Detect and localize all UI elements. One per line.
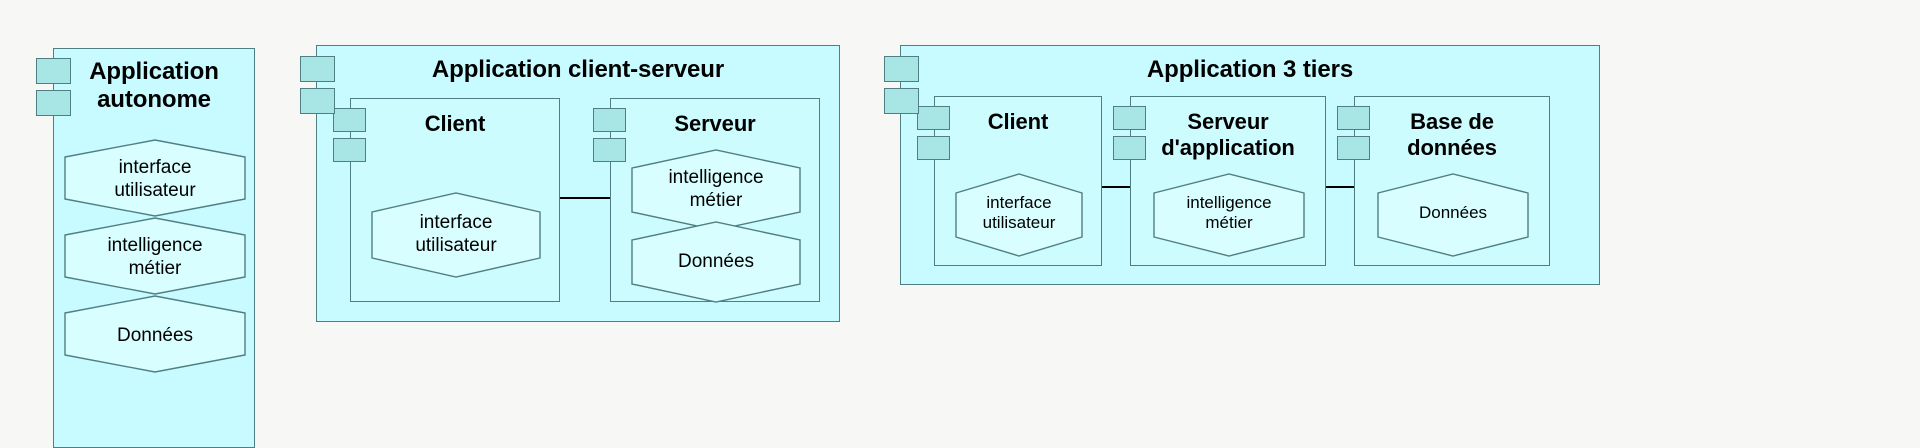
component-application-autonome[interactable]: Application autonome interface utilisate…	[53, 48, 255, 448]
uml-icon-square-bottom	[1337, 136, 1370, 160]
layer-interface-utilisateur[interactable]: interface utilisateur	[371, 192, 541, 278]
subcomponent-title: Client	[424, 111, 486, 136]
uml-icon-square-bottom	[884, 88, 919, 114]
subcomponent-base-de-donnees[interactable]: Base de données Données	[1354, 96, 1550, 266]
layer-intelligence-metier[interactable]: intelligence métier	[1153, 173, 1305, 257]
chevron-shape-icon	[631, 149, 801, 231]
chevron-shape-icon	[955, 173, 1083, 257]
layer-donnees[interactable]: Données	[64, 295, 246, 373]
uml-icon-square-top	[333, 108, 366, 132]
subcomponent-title: Serveur d'application	[1161, 109, 1295, 160]
subcomponent-title: Serveur	[674, 111, 756, 136]
layer-donnees[interactable]: Données	[631, 221, 801, 303]
subcomponent-title: Base de données	[1407, 109, 1497, 160]
uml-icon-square-top	[884, 56, 919, 82]
uml-icon-square-top	[1337, 106, 1370, 130]
chevron-shape-icon	[371, 192, 541, 278]
connector-serveur-base-de-donnees	[1326, 186, 1354, 188]
subcomponent-client[interactable]: Client interface utilisateur	[350, 98, 560, 302]
connector-client-serveur-application	[1102, 186, 1130, 188]
uml-icon-square-top	[300, 56, 335, 82]
uml-icon-square-bottom	[1113, 136, 1146, 160]
subcomponent-serveur-application[interactable]: Serveur d'application intelligence métie…	[1130, 96, 1326, 266]
chevron-shape-icon	[1377, 173, 1529, 257]
uml-icon-square-bottom	[333, 138, 366, 162]
layer-interface-utilisateur[interactable]: interface utilisateur	[955, 173, 1083, 257]
layer-interface-utilisateur[interactable]: interface utilisateur	[64, 139, 246, 217]
subcomponent-client[interactable]: Client interface utilisateur	[934, 96, 1102, 266]
component-application-client-serveur[interactable]: Application client-serveur Client interf…	[316, 45, 840, 322]
component-title: Application 3 tiers	[1146, 56, 1354, 83]
uml-icon-square-bottom	[300, 88, 335, 114]
uml-icon-square-top	[36, 58, 71, 84]
uml-icon-square-bottom	[917, 136, 950, 160]
uml-icon-square-bottom	[36, 90, 71, 116]
subcomponent-title: Client	[987, 109, 1049, 134]
component-application-3-tiers[interactable]: Application 3 tiers Client interface uti…	[900, 45, 1600, 285]
chevron-shape-icon	[631, 221, 801, 303]
uml-icon-square-bottom	[593, 138, 626, 162]
uml-icon-square-top	[1113, 106, 1146, 130]
chevron-shape-icon	[64, 295, 246, 373]
subcomponent-serveur[interactable]: Serveur intelligence métier Données	[610, 98, 820, 303]
component-title: Application autonome	[89, 58, 219, 114]
layer-donnees[interactable]: Données	[1377, 173, 1529, 257]
chevron-shape-icon	[64, 217, 246, 295]
chevron-shape-icon	[64, 139, 246, 217]
layer-intelligence-metier[interactable]: intelligence métier	[64, 217, 246, 295]
uml-icon-square-top	[917, 106, 950, 130]
uml-icon-square-top	[593, 108, 626, 132]
layer-intelligence-metier[interactable]: intelligence métier	[631, 149, 801, 231]
connector-client-serveur	[560, 197, 610, 199]
component-title: Application client-serveur	[431, 56, 725, 83]
chevron-shape-icon	[1153, 173, 1305, 257]
